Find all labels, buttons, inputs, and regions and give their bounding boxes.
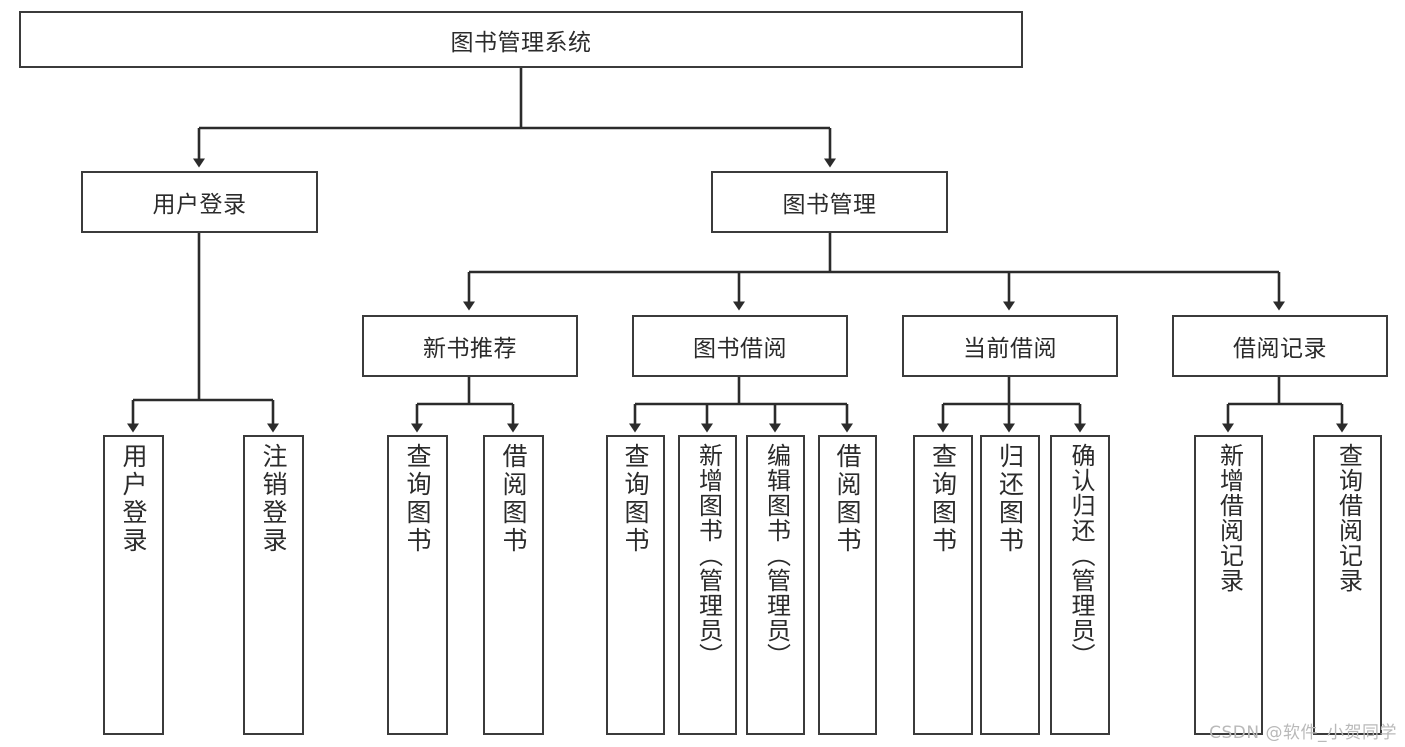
node-borrow-record-label: 借阅记录 [1233, 336, 1327, 362]
leaf-label: 编辑图书（管理员） [762, 443, 791, 668]
leaf-record-query-record[interactable]: 查询借阅记录 [1313, 435, 1382, 735]
node-borrow-record[interactable]: 借阅记录 [1172, 315, 1388, 377]
leaf-new-book-query[interactable]: 查询图书 [387, 435, 448, 735]
node-user-login-label: 用户登录 [152, 192, 247, 218]
node-new-book-recommend[interactable]: 新书推荐 [362, 315, 578, 377]
leaf-label: 查询图书 [403, 443, 432, 555]
node-current-borrow-label: 当前借阅 [963, 336, 1057, 362]
leaf-borrow-query-book[interactable]: 查询图书 [606, 435, 665, 735]
node-root-label: 图书管理系统 [450, 29, 592, 56]
leaf-borrow-borrow-book[interactable]: 借阅图书 [818, 435, 877, 735]
leaf-record-add-record[interactable]: 新增借阅记录 [1194, 435, 1263, 735]
node-book-borrow-label: 图书借阅 [693, 336, 787, 362]
csdn-watermark: CSDN @软件_小贺同学 [1209, 723, 1397, 743]
leaf-label: 确认归还（管理员） [1066, 443, 1095, 668]
leaf-label: 查询图书 [928, 443, 958, 555]
leaf-label: 查询借阅记录 [1334, 443, 1363, 593]
node-new-book-recommend-label: 新书推荐 [423, 336, 517, 362]
leaf-current-confirm-return-admin[interactable]: 确认归还（管理员） [1050, 435, 1110, 735]
leaf-borrow-edit-book-admin[interactable]: 编辑图书（管理员） [746, 435, 805, 735]
leaf-label: 注销登录 [259, 443, 288, 555]
node-root[interactable]: 图书管理系统 [19, 11, 1023, 68]
leaf-new-book-borrow[interactable]: 借阅图书 [483, 435, 544, 735]
leaf-label: 借阅图书 [833, 443, 862, 555]
node-user-login[interactable]: 用户登录 [81, 171, 318, 233]
leaf-user-login-login[interactable]: 用户登录 [103, 435, 164, 735]
node-book-management-label: 图书管理 [782, 192, 877, 218]
leaf-current-query-book[interactable]: 查询图书 [913, 435, 973, 735]
node-book-borrow[interactable]: 图书借阅 [632, 315, 848, 377]
leaf-label: 用户登录 [119, 443, 148, 555]
leaf-label: 借阅图书 [499, 443, 528, 555]
node-current-borrow[interactable]: 当前借阅 [902, 315, 1118, 377]
leaf-label: 查询图书 [621, 443, 650, 555]
leaf-label: 归还图书 [995, 443, 1025, 555]
leaf-current-return-book[interactable]: 归还图书 [980, 435, 1040, 735]
leaf-user-login-logout[interactable]: 注销登录 [243, 435, 304, 735]
node-book-management[interactable]: 图书管理 [711, 171, 948, 233]
leaf-label: 新增图书（管理员） [694, 443, 723, 668]
leaf-borrow-add-book-admin[interactable]: 新增图书（管理员） [678, 435, 737, 735]
leaf-label: 新增借阅记录 [1215, 443, 1244, 593]
